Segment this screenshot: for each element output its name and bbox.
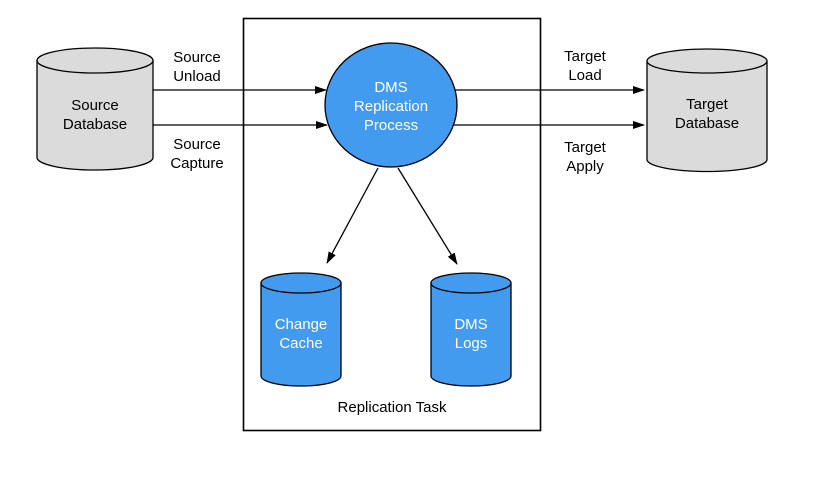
process-to-change-cache-arrow xyxy=(326,167,379,264)
target-database-cylinder xyxy=(646,48,768,173)
source-database-cylinder xyxy=(36,47,154,171)
dms-logs-cylinder xyxy=(430,272,512,387)
replication-task-box xyxy=(242,17,542,432)
dms-replication-process-circle xyxy=(324,42,458,168)
change-cache-cylinder xyxy=(260,272,342,387)
process-to-dms-logs-arrow xyxy=(397,167,458,265)
